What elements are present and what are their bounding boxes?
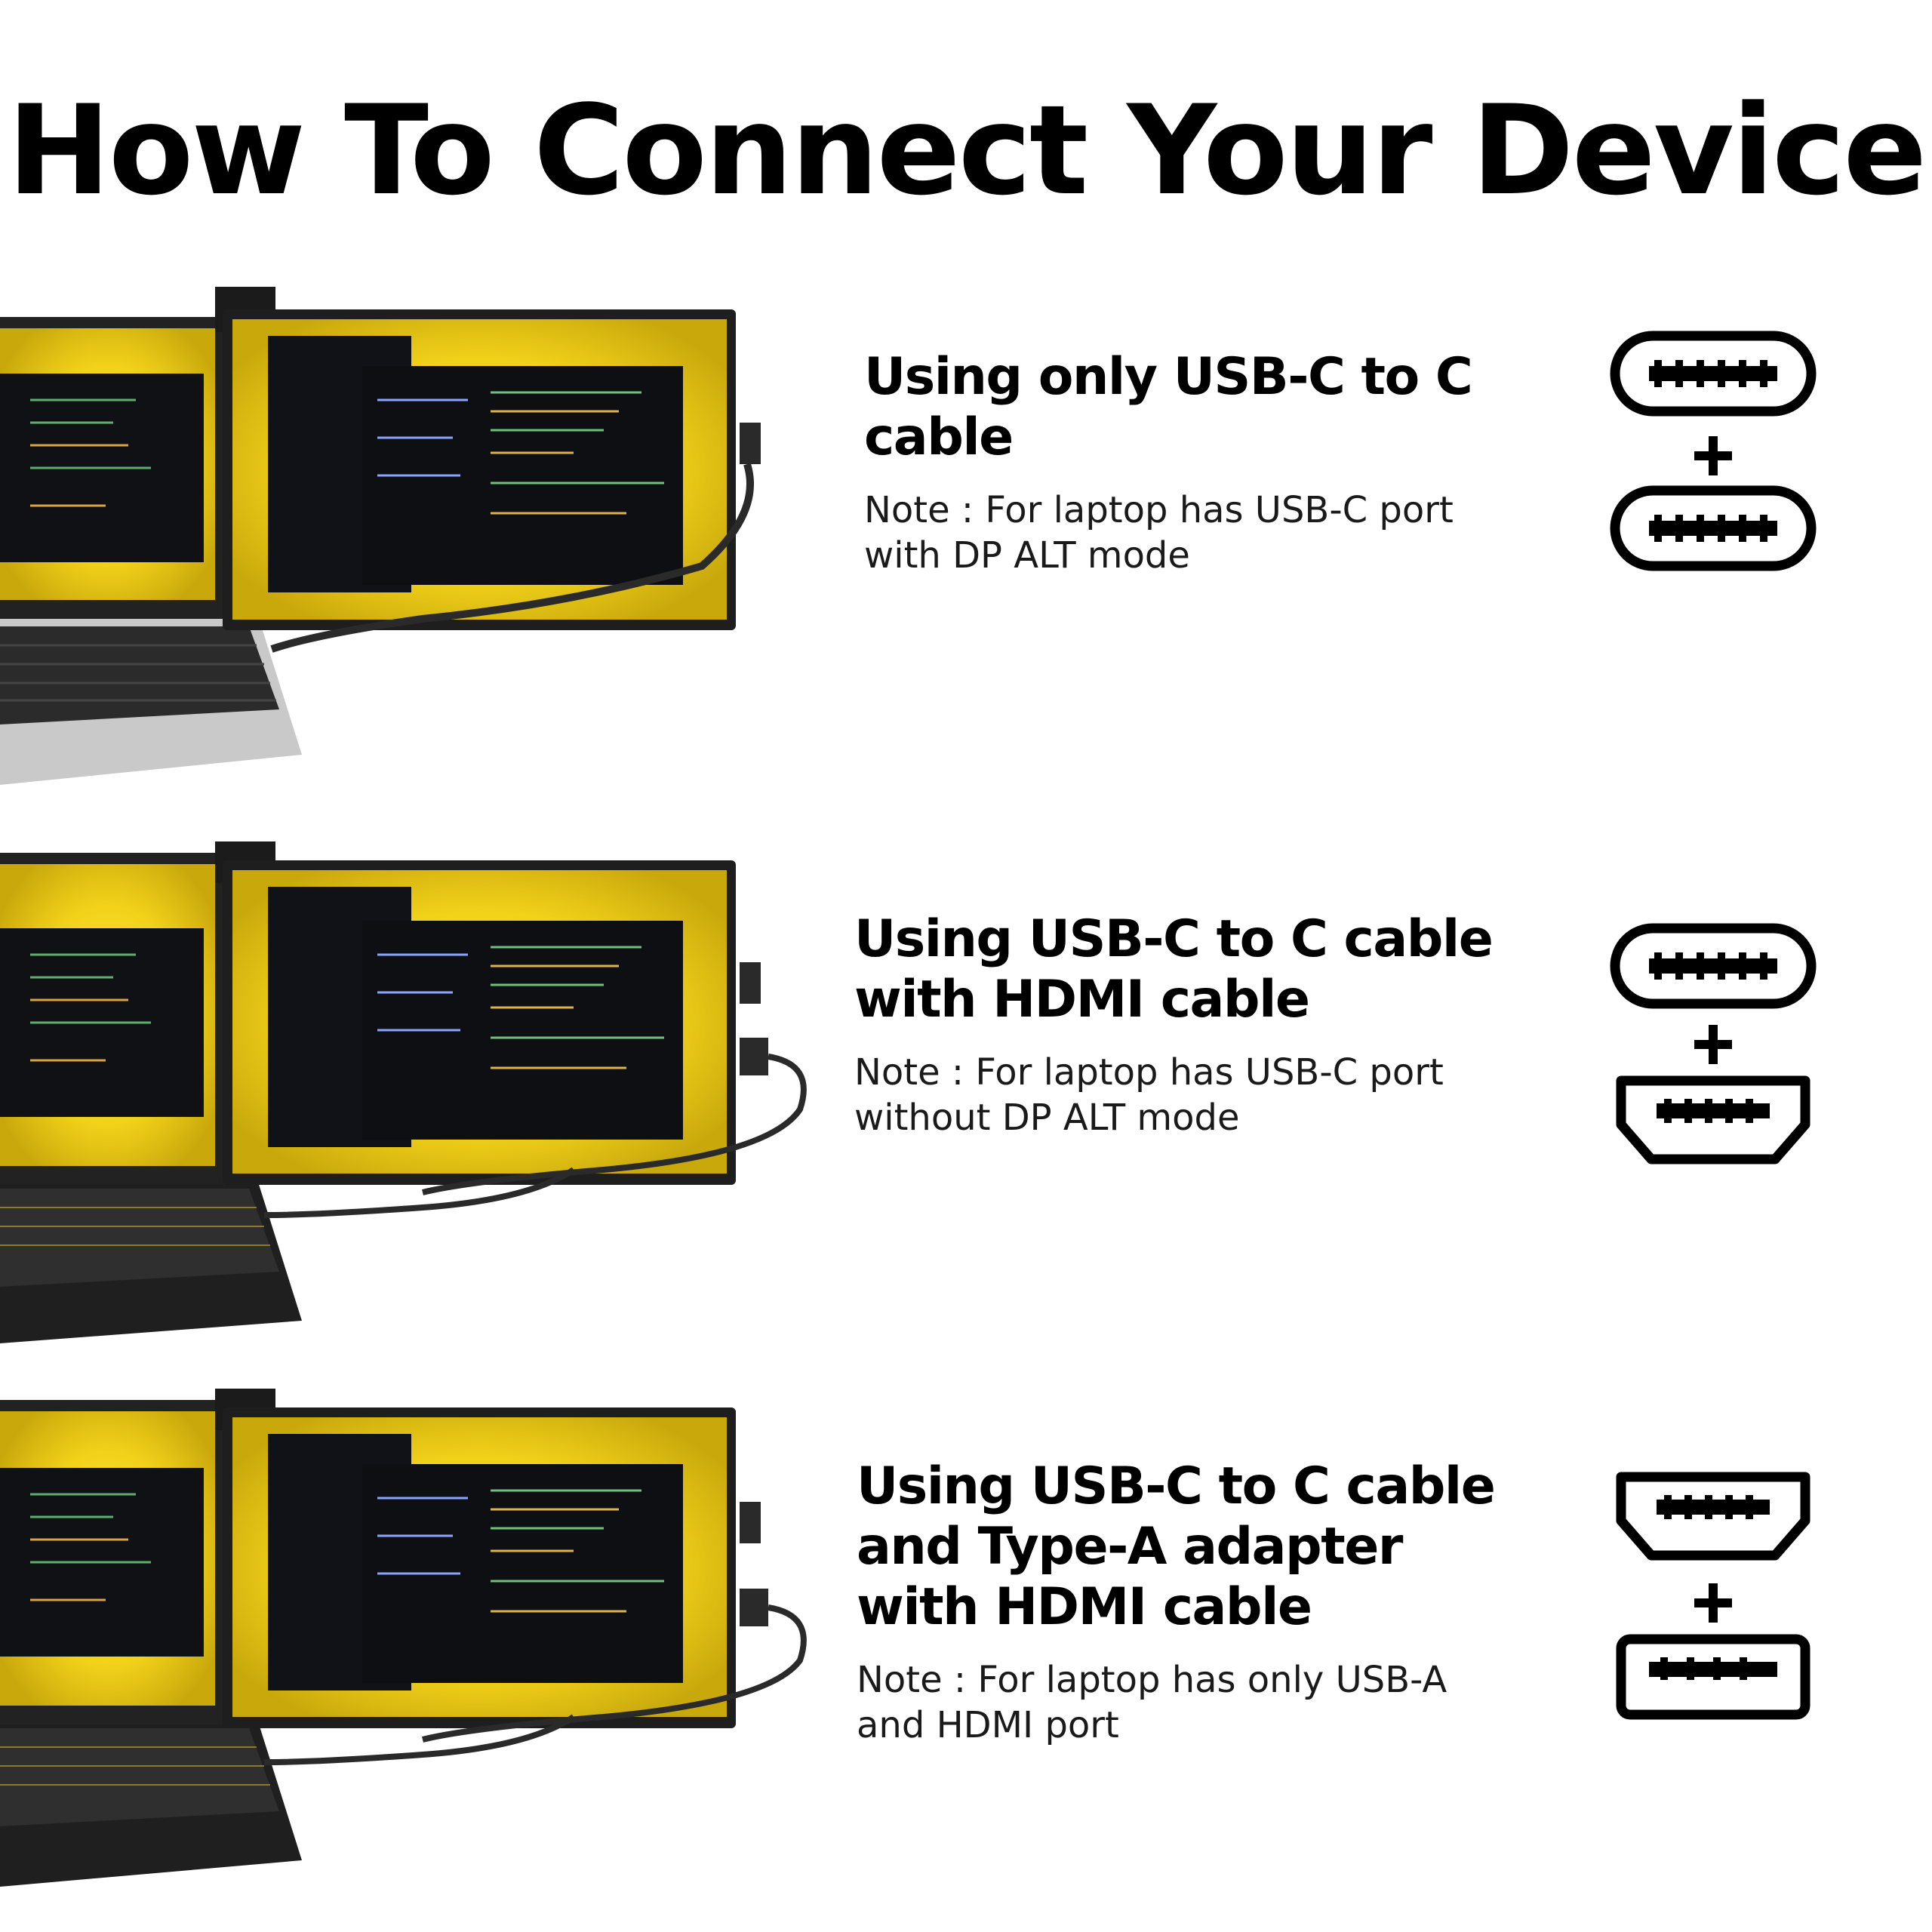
laptop-with-portable-monitor-image [0,841,807,1343]
heading-line: cable [864,408,1014,467]
hdmi-port-icon [1616,1472,1810,1561]
plus-icon [1694,1025,1732,1064]
option-heading: Using USB-C to C cable and Type-A adapte… [857,1457,1611,1638]
connection-option-usb-c-only: Using only USB-C to C cable Note : For l… [0,287,1932,808]
heading-line: Using USB-C to C cable [857,1457,1496,1516]
heading-line: with HDMI cable [854,970,1310,1029]
option-text: Using USB-C to C cable with HDMI cable N… [854,909,1609,1140]
laptop-with-portable-monitor-image [0,287,761,785]
plus-icon [1694,436,1732,475]
option-text: Using USB-C to C cable and Type-A adapte… [857,1457,1611,1748]
port-icons [1607,1468,1834,1770]
heading-line: Using only USB-C to C [864,347,1473,407]
option-note: Note : For laptop has only USB-A and HDM… [857,1657,1611,1748]
note-line: with DP ALT mode [864,534,1190,577]
note-line: and HDMI port [857,1704,1119,1746]
heading-line: and Type-A adapter [857,1517,1403,1577]
option-heading: Using USB-C to C cable with HDMI cable [854,909,1609,1030]
usb-c-port-icon [1610,331,1817,417]
option-text: Using only USB-C to C cable Note : For l… [864,347,1604,578]
laptop-with-portable-monitor-image [0,1389,807,1887]
hdmi-port-icon [1616,1075,1810,1164]
port-icons [1607,921,1834,1223]
plus-icon [1694,1583,1732,1623]
option-heading: Using only USB-C to C cable [864,347,1604,468]
heading-line: Using USB-C to C cable [854,909,1494,969]
option-note: Note : For laptop has USB-C port without… [854,1050,1609,1140]
usb-c-port-icon [1610,923,1817,1009]
note-line: Note : For laptop has only USB-A [857,1659,1447,1701]
usb-c-port-icon [1610,485,1817,571]
note-line: Note : For laptop has USB-C port [864,489,1454,531]
page-title: How To Connect Your Device [7,78,1927,223]
option-note: Note : For laptop has USB-C port with DP… [864,488,1604,578]
connection-option-type-a-adapter-with-hdmi: Using USB-C to C cable and Type-A adapte… [0,1385,1932,1906]
usb-a-port-icon [1616,1634,1810,1720]
heading-line: with HDMI cable [857,1577,1312,1637]
port-icons [1607,328,1834,630]
note-line: without DP ALT mode [854,1097,1240,1139]
connection-option-usb-c-with-hdmi: Using USB-C to C cable with HDMI cable N… [0,838,1932,1358]
note-line: Note : For laptop has USB-C port [854,1051,1444,1094]
